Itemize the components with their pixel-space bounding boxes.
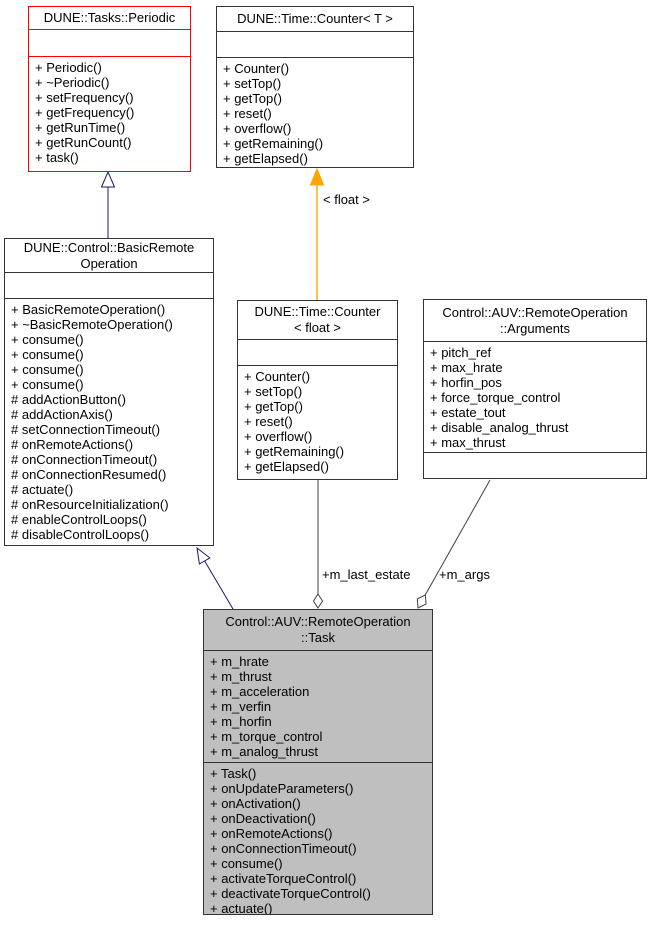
member-row: + getTop() [244, 399, 303, 414]
member-row: # disableControlLoops() [11, 527, 150, 542]
class-box-periodic[interactable]: DUNE::Tasks::Periodic + Periodic()+ ~Per… [28, 6, 191, 172]
member-row: + getRemaining() [244, 444, 345, 459]
member-row: + horfin_pos [430, 375, 502, 390]
member-row: + Counter() [223, 61, 290, 76]
member-row: + m_torque_control [210, 729, 323, 744]
member-row: + consume() [11, 377, 84, 392]
member-row: + max_thrust [430, 435, 506, 450]
member-row: # onConnectionTimeout() [11, 452, 158, 467]
member-row: + task() [35, 150, 79, 165]
member-row: # addActionButton() [11, 392, 126, 407]
member-row: # onResourceInitialization() [11, 497, 169, 512]
member-row: + ~Periodic() [35, 75, 110, 90]
class-title-arguments: Control::AUV::RemoteOperation ::Argument… [424, 300, 646, 342]
class-box-basic-remote-operation[interactable]: DUNE::Control::BasicRemote Operation + B… [4, 238, 214, 546]
member-row: + ~BasicRemoteOperation() [11, 317, 173, 332]
member-row: + overflow() [223, 121, 292, 136]
methods-section-arguments [424, 453, 646, 478]
member-row: + getTop() [223, 91, 282, 106]
attributes-section-arguments: + pitch_ref+ max_hrate+ horfin_pos+ forc… [424, 342, 646, 453]
class-title-counter-t: DUNE::Time::Counter< T > [217, 7, 413, 32]
member-row: + pitch_ref [430, 345, 492, 360]
member-row: + onActivation() [210, 796, 301, 811]
class-box-counter-t[interactable]: DUNE::Time::Counter< T > + Counter()+ se… [216, 6, 414, 168]
attributes-section-basic-remote-operation [5, 273, 213, 299]
member-row: # onRemoteActions() [11, 437, 134, 452]
methods-section-task: + Task()+ onUpdateParameters()+ onActiva… [204, 763, 432, 914]
member-row: + onDeactivation() [210, 811, 316, 826]
member-row: + max_hrate [430, 360, 503, 375]
member-row: # addActionAxis() [11, 407, 113, 422]
member-row: + setFrequency() [35, 90, 134, 105]
member-row: + m_acceleration [210, 684, 310, 699]
methods-section-counter-t: + Counter()+ setTop()+ getTop()+ reset()… [217, 58, 413, 167]
template-edge-counterfloat-to-countert [309, 167, 325, 300]
member-row: + getRunTime() [35, 120, 126, 135]
member-row: + estate_tout [430, 405, 506, 420]
m-args-label: +m_args [439, 567, 490, 582]
aggregation-edge-m-args [416, 479, 491, 609]
member-row: + getRemaining() [223, 136, 324, 151]
member-row: + m_verfin [210, 699, 272, 714]
member-row: + Task() [210, 766, 257, 781]
class-title-periodic: DUNE::Tasks::Periodic [29, 7, 190, 30]
member-row: + m_thrust [210, 669, 272, 684]
member-row: + BasicRemoteOperation() [11, 302, 166, 317]
member-row: + Counter() [244, 369, 311, 384]
class-box-arguments[interactable]: Control::AUV::RemoteOperation ::Argument… [423, 299, 647, 479]
member-row: + activateTorqueControl() [210, 871, 357, 886]
member-row: + consume() [11, 362, 84, 377]
member-row: + onUpdateParameters() [210, 781, 354, 796]
member-row: + actuate() [210, 901, 273, 914]
member-row: + onConnectionTimeout() [210, 841, 357, 856]
attributes-section-periodic [29, 30, 190, 57]
member-row: # setConnectionTimeout() [11, 422, 161, 437]
member-row: + getElapsed() [244, 459, 329, 474]
member-row: + m_analog_thrust [210, 744, 319, 759]
member-row: + disable_analog_thrust [430, 420, 569, 435]
methods-section-counter-float: + Counter()+ setTop()+ getTop()+ reset()… [238, 366, 397, 479]
member-row: + setTop() [223, 76, 282, 91]
member-row: + consume() [210, 856, 283, 871]
member-row: + reset() [244, 414, 293, 429]
member-row: + setTop() [244, 384, 303, 399]
attributes-section-task: + m_hrate+ m_thrust+ m_acceleration+ m_v… [204, 651, 432, 763]
member-row: + deactivateTorqueControl() [210, 886, 371, 901]
member-row: + consume() [11, 347, 84, 362]
member-row: + getElapsed() [223, 151, 308, 166]
member-row: + onRemoteActions() [210, 826, 333, 841]
aggregation-edge-m-last-estate [312, 480, 324, 609]
methods-section-periodic: + Periodic()+ ~Periodic()+ setFrequency(… [29, 57, 190, 171]
member-row: + consume() [11, 332, 84, 347]
methods-section-basic-remote-operation: + BasicRemoteOperation()+ ~BasicRemoteOp… [5, 299, 213, 545]
member-row: + m_horfin [210, 714, 272, 729]
member-row: + getFrequency() [35, 105, 135, 120]
member-row: # onConnectionResumed() [11, 467, 167, 482]
attributes-section-counter-float [238, 340, 397, 366]
m-last-estate-label: +m_last_estate [322, 567, 411, 582]
member-row: + overflow() [244, 429, 313, 444]
class-title-counter-float: DUNE::Time::Counter < float > [238, 301, 397, 340]
member-row: + reset() [223, 106, 272, 121]
inheritance-edge-basicremoteoperation-to-periodic [100, 170, 116, 238]
member-row: + m_hrate [210, 654, 269, 669]
template-instance-label: < float > [323, 192, 370, 207]
class-box-task[interactable]: Control::AUV::RemoteOperation ::Task + m… [203, 609, 433, 915]
class-title-basic-remote-operation: DUNE::Control::BasicRemote Operation [5, 239, 213, 273]
member-row: # actuate() [11, 482, 74, 497]
member-row: + getRunCount() [35, 135, 132, 150]
member-row: + Periodic() [35, 60, 102, 75]
member-row: + force_torque_control [430, 390, 561, 405]
class-title-task: Control::AUV::RemoteOperation ::Task [204, 610, 432, 651]
inheritance-edge-task-to-basicremoteoperation [196, 546, 234, 610]
class-box-counter-float[interactable]: DUNE::Time::Counter < float > + Counter(… [237, 300, 398, 480]
attributes-section-counter-t [217, 32, 413, 58]
member-row: # enableControlLoops() [11, 512, 147, 527]
